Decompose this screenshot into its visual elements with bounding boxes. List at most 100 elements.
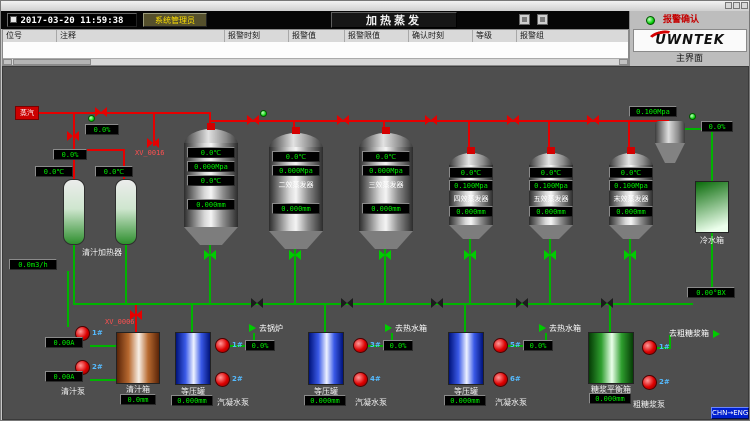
vapor-valve-icon[interactable] <box>587 115 599 125</box>
pipe-segment <box>73 245 75 305</box>
liquor-valve-icon[interactable] <box>544 250 556 260</box>
steam-valve-icon[interactable] <box>95 107 107 117</box>
juice-pump1-amp-display: 0.00A <box>45 337 83 348</box>
cold-water-tank[interactable] <box>695 181 729 233</box>
condensate-pump-5[interactable] <box>493 338 508 353</box>
evap3-label: 三效蒸发器 <box>368 181 404 189</box>
header-alarm-icon[interactable] <box>537 14 548 25</box>
pipe-segment <box>669 335 671 347</box>
pipe-segment <box>609 304 611 334</box>
alarm-table: 位号 注释 报警时刻 报警值 报警限值 确认时刻 等级 报警组 <box>2 29 629 66</box>
manual-valve-icon[interactable] <box>601 298 613 308</box>
equalizing-tank-3[interactable] <box>448 332 484 385</box>
equalizing-tank-2[interactable] <box>308 332 344 385</box>
pipe-segment <box>90 379 116 381</box>
eq-tank2-label: 等压罐 <box>314 387 338 396</box>
scroll-right-arrow[interactable] <box>619 59 628 65</box>
vapor-valve-icon[interactable] <box>337 115 349 125</box>
pipe-segment <box>73 114 75 180</box>
evaporator-2[interactable] <box>269 133 323 149</box>
evap3-level-display: 0.000mm <box>362 203 410 214</box>
pump-number: 5# <box>510 341 521 349</box>
evaporator-3[interactable] <box>359 133 413 149</box>
evaporator-1-cone <box>184 227 238 245</box>
header-sound-icon[interactable] <box>519 14 530 25</box>
steam-nozzle-icon <box>467 147 475 154</box>
pipe-segment <box>191 304 193 334</box>
juice-heater-1[interactable] <box>63 179 85 245</box>
scroll-thumb[interactable] <box>13 59 91 65</box>
pump-number: 2# <box>232 375 243 383</box>
juice-tank-label: 清汁箱 <box>126 385 150 394</box>
evaporator-5-cone <box>529 225 573 239</box>
alarm-table-scrollbar[interactable] <box>3 58 628 65</box>
eq-tank1-level-display: 0.000mm <box>171 395 213 406</box>
syrup-balance-tank[interactable] <box>588 332 634 384</box>
xv0006-valve-icon[interactable] <box>130 310 142 320</box>
pipe-segment <box>711 233 713 289</box>
evaporator-5[interactable] <box>529 153 573 167</box>
condensate-pump-2[interactable] <box>215 372 230 387</box>
liquor-valve-icon[interactable] <box>379 250 391 260</box>
window-minimize-button[interactable] <box>725 2 732 9</box>
condensate-pump-1[interactable] <box>215 338 230 353</box>
syrup-pump-1[interactable] <box>642 340 657 355</box>
syrup-pump-2[interactable] <box>642 375 657 390</box>
equalizing-tank-1[interactable] <box>175 332 211 385</box>
vapor-valve-icon[interactable] <box>247 115 259 125</box>
scroll-left-arrow[interactable] <box>3 59 12 65</box>
alarm-table-body[interactable] <box>3 42 628 58</box>
window-close-button[interactable] <box>741 2 748 9</box>
evap6-level-display: 0.000mm <box>609 206 653 217</box>
pipe-segment <box>468 122 470 148</box>
condensate-pump-4[interactable] <box>353 372 368 387</box>
logo-text: UWNTEK <box>655 33 725 48</box>
condensate-pump-3[interactable] <box>353 338 368 353</box>
pipe-segment <box>294 249 296 303</box>
flow-arrow-icon <box>249 324 256 332</box>
juice-heater-2[interactable] <box>115 179 137 245</box>
manual-valve-icon[interactable] <box>516 298 528 308</box>
juice-flow-display: 0.0m3/h <box>9 259 57 270</box>
pipe-segment <box>549 239 551 303</box>
cond-pump-group1-label: 汽凝水泵 <box>217 398 249 407</box>
liquor-valve-icon[interactable] <box>464 250 476 260</box>
heater-steam-valve-icon[interactable] <box>67 131 79 141</box>
page-title: 加热蒸发 <box>331 12 457 28</box>
pipe-segment <box>548 122 550 148</box>
pipe-segment <box>657 347 671 349</box>
status-lamp-icon <box>689 113 696 120</box>
condensate-pump-6[interactable] <box>493 372 508 387</box>
clear-juice-tank[interactable] <box>116 332 160 384</box>
alarm-ack-button[interactable]: 报警确认 <box>663 15 700 25</box>
manual-valve-icon[interactable] <box>431 298 443 308</box>
valve-opening-display: 0.0% <box>53 149 87 160</box>
vapor-valve-icon[interactable] <box>507 115 519 125</box>
evap5-temp-display: 0.0℃ <box>529 167 573 178</box>
flow-arrow-icon <box>385 324 392 332</box>
manual-valve-icon[interactable] <box>341 298 353 308</box>
pipe-segment <box>711 130 713 183</box>
user-role-button[interactable]: 系统管理员 <box>143 13 207 27</box>
liquor-valve-icon[interactable] <box>624 250 636 260</box>
pump-number: 6# <box>510 375 521 383</box>
main-screen-button[interactable]: 主界面 <box>675 54 703 64</box>
manual-valve-icon[interactable] <box>251 298 263 308</box>
vapor-separator[interactable] <box>655 121 685 143</box>
datetime-display: 2017-03-20 11:59:38 <box>7 13 137 27</box>
evaporator-1[interactable] <box>184 129 238 145</box>
evaporator-4[interactable] <box>449 153 493 167</box>
language-toggle-button[interactable]: CHN→ENG <box>711 407 749 419</box>
evaporator-6[interactable] <box>609 153 653 167</box>
valve-opening-display: 0.0% <box>85 124 119 135</box>
liquor-valve-icon[interactable] <box>289 250 301 260</box>
dest-hot-water-label: 去热水箱 <box>549 324 581 333</box>
xv0016-valve-icon[interactable] <box>147 138 159 148</box>
pump-number: 4# <box>370 375 381 383</box>
vapor-valve-icon[interactable] <box>425 115 437 125</box>
liquor-valve-icon[interactable] <box>204 250 216 260</box>
window-maximize-button[interactable] <box>733 2 740 9</box>
pipe-segment <box>73 303 693 305</box>
clock-icon <box>10 16 17 23</box>
